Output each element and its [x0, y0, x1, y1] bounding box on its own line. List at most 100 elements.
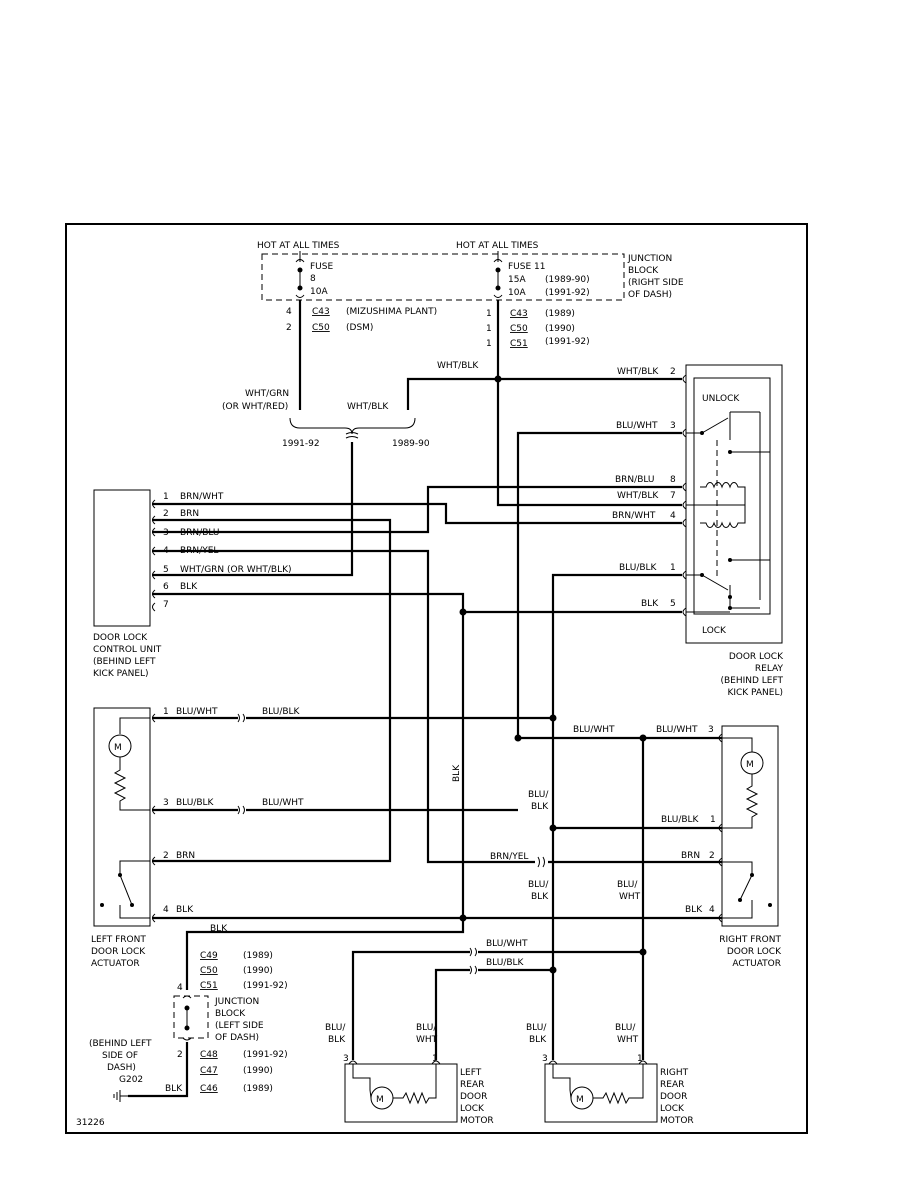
wire-label-blk-bottom: BLK [210, 924, 228, 934]
top-conn-right-name-1: C43 [510, 309, 528, 319]
relay-pin-8-wire: BRN/BLU [615, 475, 655, 485]
cu-pin-6-num: 6 [163, 582, 169, 592]
rf-pin-1-num: 1 [710, 815, 716, 825]
relay-pin-hooks [682, 374, 687, 617]
right-front-actuator: M BLU/WHT 3 BLU/BLK 1 BRN 2 BLK 4 RIGHT … [656, 725, 782, 969]
left-front-actuator: M 1 BLU/WHT BLU/BLK 3 BLU/BLK BLU/WHT 2 … [91, 707, 304, 969]
lrm-motor-icon: M [352, 1064, 437, 1110]
bottom-conn2-name-1: C48 [200, 1050, 218, 1060]
fuse-left-num: 8 [310, 274, 316, 284]
top-conn-right-name-2: C50 [510, 324, 528, 334]
wire-label-blu-blk-a: BLU/ [528, 790, 549, 800]
rf-motor-icon: M [722, 737, 764, 829]
top-conn-left-name-2: C50 [312, 323, 330, 333]
wire-label-blu-wht2-a: BLU/ [617, 880, 638, 890]
relay-pin-4-wire: BRN/WHT [612, 511, 656, 521]
relay-pin-1-num: 1 [670, 563, 676, 573]
bottom-conn2-note-3: (1989) [243, 1084, 273, 1094]
lrm-label-1: LEFT [460, 1068, 482, 1078]
hot-at-all-times-left: HOT AT ALL TIMES [257, 241, 340, 251]
lf-pin-hooks [152, 713, 156, 923]
bottom-connectors-2: 2 C48 (1991-92) C47 (1990) C46 (1989) [177, 1050, 288, 1094]
fuse-right-year2: (1991-92) [545, 288, 590, 298]
lf-motor-icon: M [108, 717, 150, 811]
inline-connectors [237, 432, 545, 975]
wire-label-wht-blk-top: WHT/BLK [437, 361, 479, 371]
bottom-conn-note-3: (1991-92) [243, 981, 288, 991]
bottom-conn-note-1: (1989) [243, 951, 273, 961]
top-connectors-left: 4 C43 (MIZUSHIMA PLANT) 2 C50 (DSM) [286, 307, 437, 333]
fuse-right-amp1: 15A [508, 275, 526, 285]
relay-internals [686, 378, 771, 613]
lf-label-2: DOOR LOCK [91, 947, 146, 957]
year-1989-90: 1989-90 [392, 439, 430, 449]
wire-labels: WHT/GRN (OR WHT/RED) WHT/BLK WHT/BLK 199… [165, 361, 641, 1094]
bottom-conn2-note-2: (1990) [243, 1066, 273, 1076]
svg-text:M: M [576, 1095, 584, 1105]
top-connectors-right: 1 C43 (1989) 1 C50 (1990) 1 C51 (1991-92… [486, 309, 590, 349]
cu-pin-6-wire: BLK [180, 582, 198, 592]
wire-label-blu-wht2-b: WHT [619, 892, 641, 902]
rear-wire-labels: BLU/ BLK BLU/ WHT BLU/ BLK BLU/ WHT [325, 1023, 639, 1045]
wire-label-blu-blk-b: BLK [531, 802, 549, 812]
wire-label-blu-wht-rear: BLU/WHT [486, 939, 528, 949]
wire-label-blu-blk2-a: BLU/ [528, 880, 549, 890]
cu-pin-2-wire: BRN [180, 509, 199, 519]
relay-pin-8-num: 8 [670, 475, 676, 485]
rrm-motor-icon: M [552, 1064, 644, 1110]
rf-pin-4-num: 4 [709, 905, 715, 915]
cu-pin-1-num: 1 [163, 492, 169, 502]
relay-label-3: (BEHIND LEFT [720, 676, 783, 686]
lf-pin-3-wire2: BLU/WHT [262, 798, 304, 808]
cu-pin-2-num: 2 [163, 509, 169, 519]
jb-top-line2: BLOCK [628, 266, 659, 276]
cu-label-4: KICK PANEL) [93, 669, 149, 679]
cu-pin-1-wire: BRN/WHT [180, 492, 224, 502]
door-lock-relay: UNLOCK LOCK [612, 364, 784, 698]
cu-pin-5-wire: WHT/GRN (OR WHT/BLK) [180, 565, 292, 575]
top-conn-right-pin-1: 1 [486, 309, 492, 319]
bottom-conn2-name-2: C47 [200, 1066, 218, 1076]
lf-pin-1-num: 1 [163, 707, 169, 717]
year-brace [289, 417, 416, 435]
relay-label-2: RELAY [755, 664, 784, 674]
lf-pin-1-wire2: BLU/BLK [262, 707, 301, 717]
bottom-conn-name-1: C49 [200, 951, 218, 961]
relay-pin-4-num: 4 [670, 511, 676, 521]
wire-label-blk-vertical: BLK [452, 764, 462, 782]
fuse-left-name: FUSE [310, 262, 333, 272]
top-conn-right-note-3: (1991-92) [545, 337, 590, 347]
rf-switch-icon [722, 861, 772, 919]
lf-pin-4-wire: BLK [176, 905, 194, 915]
relay-pin-5-wire: BLK [641, 599, 659, 609]
top-conn-right-note-2: (1990) [545, 324, 575, 334]
rrm-pin-left: 3 [542, 1054, 548, 1064]
rear-rl-a: BLU/ [526, 1023, 547, 1033]
rear-ll-a: BLU/ [325, 1023, 346, 1033]
rear-ll-b: BLK [328, 1035, 346, 1045]
top-conn-left-name-1: C43 [312, 307, 330, 317]
year-1991-92: 1991-92 [282, 439, 320, 449]
relay-pin-2-wire: WHT/BLK [617, 367, 659, 377]
cu-label-2: CONTROL UNIT [93, 645, 162, 655]
rrm-label-1: RIGHT [660, 1068, 689, 1078]
ground-line1: (BEHIND LEFT [89, 1039, 152, 1049]
relay-lock-label: LOCK [702, 626, 727, 636]
lf-label-3: ACTUATOR [91, 959, 140, 969]
lf-pin-2-num: 2 [163, 851, 169, 861]
relay-pin-3-wire: BLU/WHT [616, 421, 658, 431]
cu-pin-5-num: 5 [163, 565, 169, 575]
bottom-conn-pin-3: 4 [177, 983, 183, 993]
top-conn-left-pin-1: 4 [286, 307, 292, 317]
svg-text:M: M [746, 760, 754, 770]
rrm-label-2: REAR [660, 1080, 684, 1090]
rf-pin-3-wire: BLU/WHT [656, 725, 698, 735]
wire-label-or-wht-red: (OR WHT/RED) [222, 402, 288, 412]
relay-pin-3-num: 3 [670, 421, 676, 431]
diagram-frame [65, 223, 808, 1134]
jb-bottom-line4: OF DASH) [215, 1033, 259, 1043]
relay-label-1: DOOR LOCK [729, 652, 784, 662]
rrm-label-4: LOCK [660, 1104, 685, 1114]
rf-label-2: DOOR LOCK [727, 947, 782, 957]
relay-pin-7-wire: WHT/BLK [617, 491, 659, 501]
